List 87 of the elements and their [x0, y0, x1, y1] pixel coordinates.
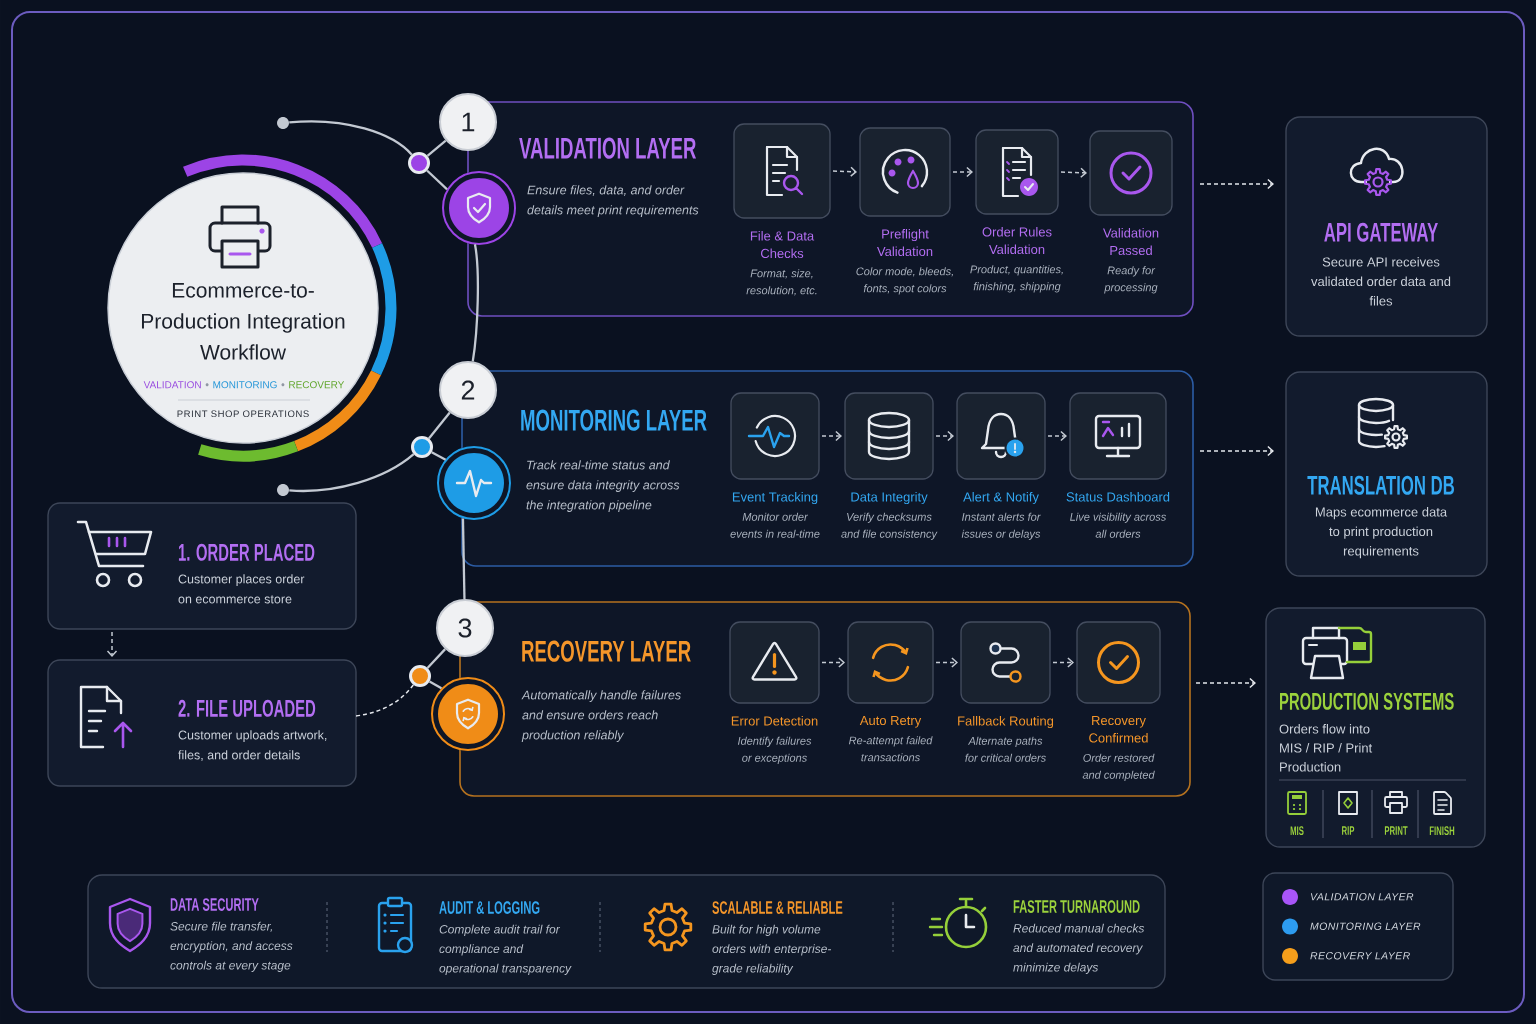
feature-description: Complete audit trail for compliance and operational transparency	[439, 924, 572, 975]
connector-line	[431, 451, 447, 461]
step-description: Alternate paths for critical orders	[965, 736, 1046, 762]
dashed-arrow	[832, 166, 857, 177]
step-description: Format, size, resolution, etc.	[746, 269, 817, 296]
legend-label: MONITORING LAYER	[1310, 922, 1421, 930]
legend-label: VALIDATION LAYER	[1310, 893, 1414, 901]
card-description: Maps ecommerce data to print production requirements	[1315, 507, 1448, 559]
card-description: Orders flow into MIS / RIP / Print Production	[1279, 724, 1373, 772]
dashed-arrow	[1060, 167, 1087, 178]
card-description: Customer places order on ecommerce store	[178, 574, 305, 604]
step-title: Order Rules Validation	[982, 227, 1052, 255]
dashed-arrow	[821, 657, 845, 668]
dashed-arrow	[935, 430, 954, 442]
step-title: Error Detection	[731, 716, 818, 726]
card-title: API GATEWAY	[1324, 222, 1438, 242]
step-title: Preflight Validation	[877, 229, 933, 257]
dashed-connector-line	[355, 684, 415, 717]
legend-label: RECOVERY LAYER	[1310, 952, 1410, 960]
feature-title: AUDIT & LOGGING	[439, 901, 540, 914]
connector-line	[428, 411, 451, 440]
step-description: Ready for processing	[1104, 266, 1158, 294]
module-label: MIS	[1290, 826, 1304, 836]
module-label: RIP	[1342, 826, 1355, 835]
dashed-arrow	[106, 631, 118, 657]
connector-line	[426, 648, 446, 669]
step-title: Recovery Confirmed	[1089, 716, 1148, 743]
step-title: Validation Passed	[1103, 228, 1159, 256]
connector-line	[289, 120, 413, 156]
connector-line	[461, 518, 466, 600]
number-badge: 3	[436, 599, 494, 657]
feature-title: SCALABLE & RELIABLE	[712, 901, 843, 914]
layer-title: MONITORING LAYER	[521, 409, 707, 431]
feature-description: Built for high volume orders with enterprise-grade reliability	[712, 924, 832, 975]
step-description: Instant alerts for issues or delays	[961, 512, 1041, 540]
card-title: TRANSLATION DB	[1307, 475, 1454, 495]
dashed-arrow	[935, 657, 958, 668]
step-title: File & Data Checks	[750, 231, 815, 259]
hub-subtitle: PRINT SHOP OPERATIONS	[177, 410, 309, 418]
hub-tag: RECOVERY	[289, 381, 345, 389]
step-description: Live visibility across all orders	[1070, 512, 1167, 538]
layer-title: VALIDATION LAYER	[519, 137, 697, 159]
card-description: Customer uploads artwork, files, and order details	[178, 730, 327, 761]
card-title: PRODUCTION SYSTEMS	[1280, 692, 1454, 710]
dashed-arrow	[821, 430, 842, 442]
step-description: Monitor order events in real-time	[730, 512, 820, 538]
dashed-arrow	[1195, 677, 1256, 689]
dashed-arrow	[1052, 657, 1074, 668]
dashed-arrow	[1199, 445, 1274, 457]
layer-description: Track real-time status and ensure data integrity across the integration pipeline	[526, 460, 680, 512]
connector-line	[471, 244, 479, 362]
connector-line	[426, 139, 447, 157]
hub-tag: MONITORING	[213, 381, 277, 389]
hub-tag: VALIDATION	[143, 381, 201, 389]
step-title: Auto Retry	[859, 716, 922, 728]
step-description: Identify failures or exceptions	[737, 736, 812, 764]
step-description: Order restored and completed	[1082, 753, 1155, 781]
step-description: Re-attempt failed transactions	[848, 736, 933, 762]
layer-title: RECOVERY LAYER	[522, 640, 691, 662]
layer-description: Automatically handle failures and ensure orders reach production reliably	[521, 690, 681, 742]
step-title: Alert & Notify	[963, 492, 1039, 505]
module-label: PRINT	[1384, 826, 1408, 835]
dashed-arrow	[952, 166, 973, 178]
hub-title: Ecommerce-to-Production Integration Workflow	[142, 283, 345, 360]
layer-description: Ensure files, data, and order details meet print requirements	[527, 185, 699, 217]
dashed-arrow	[1199, 178, 1274, 190]
dashed-arrow	[1047, 430, 1067, 442]
connector-line	[426, 169, 448, 191]
step-title: Event Tracking	[732, 492, 818, 505]
number-badge: 1	[439, 93, 497, 151]
feature-description: Secure file transfer, encryption, and access controls at every stage	[170, 921, 293, 972]
step-title: Data Integrity	[851, 492, 928, 505]
card-title: 2. FILE UPLOADED	[178, 699, 316, 717]
feature-description: Reduced manual checks and automated recovery minimize delays	[1013, 923, 1145, 974]
step-description: Color mode, bleeds, fonts, spot colors	[856, 267, 953, 295]
module-label: FINISH	[1429, 826, 1455, 836]
step-title: Fallback Routing	[958, 716, 1054, 729]
feature-title: FASTER TURNAROUND	[1013, 900, 1140, 913]
step-description: Verify checksums and file consistency	[841, 512, 938, 540]
card-description: Secure API receives validated order data and files	[1311, 257, 1451, 306]
card-title: 1. ORDER PLACED	[178, 543, 315, 561]
step-title: Status Dashboard	[1066, 492, 1170, 502]
feature-title: DATA SECURITY	[170, 898, 259, 911]
number-badge: 2	[439, 361, 497, 419]
connector-line	[428, 680, 443, 690]
connector-line	[289, 453, 415, 493]
step-description: Product, quantities, finishing, shipping	[970, 265, 1063, 293]
